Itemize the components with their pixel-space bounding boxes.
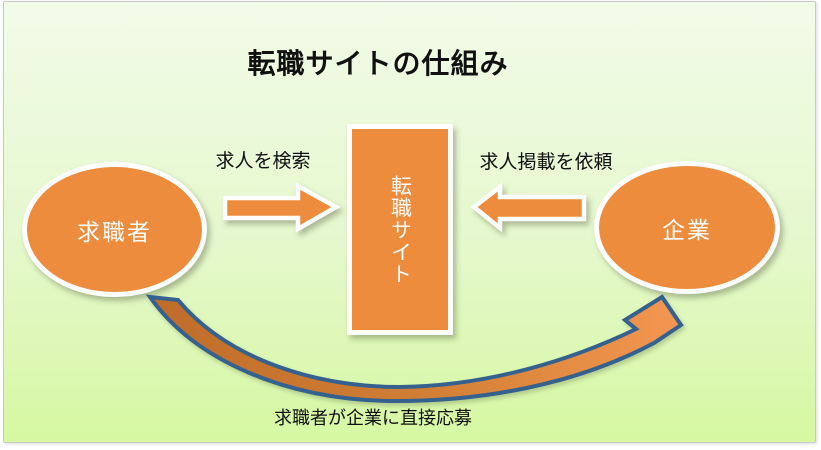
post-request-edge-label: 求人掲載を依頼	[479, 152, 613, 173]
node-job-seeker-label: 求職者	[77, 218, 152, 245]
search-edge-label: 求人を検索	[215, 151, 311, 172]
node-site: 転職サイト	[347, 124, 453, 335]
direct-apply-edge-label: 求職者が企業に直接応募	[274, 408, 472, 428]
node-company: 企業	[594, 161, 780, 294]
node-site-label: 転職サイト	[388, 174, 412, 285]
node-job-seeker: 求職者	[22, 162, 207, 297]
node-company-label: 企業	[662, 216, 712, 243]
page-title: 転職サイトの仕組み	[247, 47, 509, 79]
